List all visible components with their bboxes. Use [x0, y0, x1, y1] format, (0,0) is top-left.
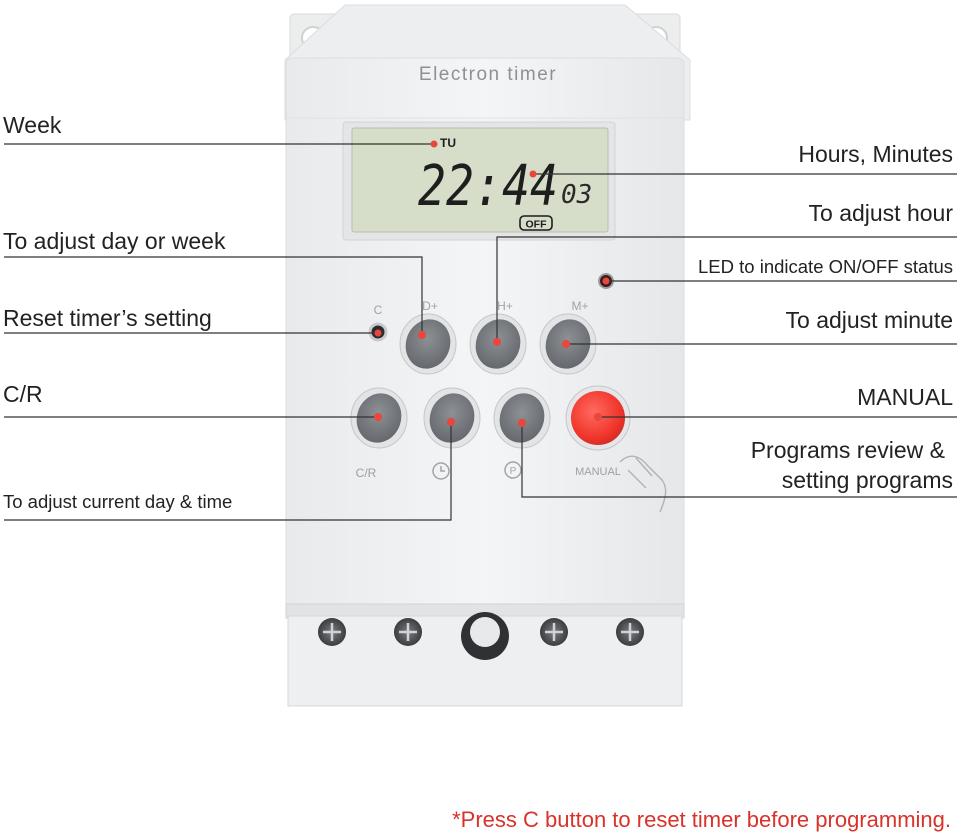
status-led: [598, 273, 614, 289]
callout-hours-minutes: Hours, Minutes: [798, 141, 953, 167]
label-d-plus: D+: [422, 299, 438, 313]
callout-led: LED to indicate ON/OFF status: [698, 256, 953, 277]
terminal-screw-1: [318, 618, 346, 646]
callout-adjust-hour: To adjust hour: [808, 200, 953, 226]
callout-programs-line1: Programs review &: [750, 437, 945, 463]
terminal-center-hole: [461, 612, 509, 660]
callout-manual: MANUAL: [857, 384, 953, 410]
lcd-status-indicator: OFF: [526, 219, 548, 231]
lcd-time-digits: 22:44: [418, 154, 558, 219]
label-c: C: [374, 303, 383, 317]
callout-current-time: To adjust current day & time: [3, 491, 233, 512]
lcd-seconds-digits: 03: [561, 180, 592, 210]
terminal-screw-4: [616, 618, 644, 646]
callout-reset: Reset timer’s setting: [3, 305, 212, 331]
label-m-plus: M+: [571, 299, 588, 313]
terminal-screw-2: [394, 618, 422, 646]
label-manual: MANUAL: [575, 466, 621, 478]
callout-cr: C/R: [3, 381, 43, 407]
label-cr: C/R: [356, 466, 377, 480]
reset-c-button[interactable]: [368, 322, 388, 342]
brand-label: Electron timer: [419, 64, 557, 85]
lcd-screen: [351, 127, 609, 233]
program-icon: P: [504, 461, 522, 479]
callout-week: Week: [3, 112, 62, 138]
callout-adjust-day: To adjust day or week: [3, 228, 226, 254]
terminal-screw-3: [540, 618, 568, 646]
lcd-status-box: [519, 215, 553, 231]
lcd-day-indicator: TU: [440, 136, 456, 150]
callout-programs-line2: setting programs: [781, 467, 953, 493]
callout-adjust-minute: To adjust minute: [785, 307, 953, 333]
label-h-plus: H+: [497, 299, 513, 313]
manual-button[interactable]: [565, 385, 631, 451]
svg-text:P: P: [510, 466, 517, 477]
footnote-reset-instruction: *Press C button to reset timer before pr…: [452, 807, 951, 832]
